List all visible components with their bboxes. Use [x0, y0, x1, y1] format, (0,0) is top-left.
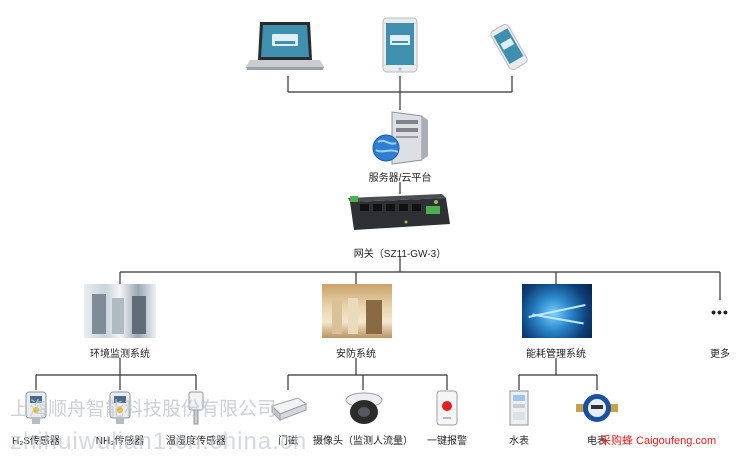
water-meter-cabinet-icon	[509, 390, 529, 426]
gateway-label: 网关（SZ11-GW-3）	[353, 249, 447, 260]
server-cloud-icon	[372, 111, 428, 165]
h2s-sensor-icon	[25, 391, 47, 424]
more-dots-icon[interactable]: •••	[711, 304, 729, 320]
security-system-image	[322, 284, 392, 338]
device-label-alarm-button: 一键报警	[427, 436, 467, 447]
system-label-energy: 能耗管理系统	[526, 349, 586, 360]
tablet-icon	[382, 17, 418, 73]
laptop-icon	[246, 22, 324, 70]
device-label-camera: 摄像头（监测人流量）	[313, 436, 413, 447]
electricity-meter-icon	[576, 394, 618, 422]
door-sensor-icon	[271, 397, 308, 422]
device-label-door-sensor: 门磁	[278, 436, 298, 447]
energy-system-image	[522, 284, 592, 338]
nh3-sensor-icon	[109, 391, 131, 424]
system-label-more[interactable]: 更多	[710, 349, 730, 360]
device-label-temp-humidity: 温湿度传感器	[166, 436, 226, 447]
system-label-security: 安防系统	[336, 349, 376, 360]
env-system-image	[84, 284, 156, 338]
temp-humidity-sensor-icon	[188, 391, 204, 425]
device-label-nh3: NH₃传感器	[95, 436, 145, 447]
server-label: 服务器/云平台	[368, 173, 432, 184]
device-label-water-meter: 水表	[509, 436, 529, 447]
device-label-h2s: H₂S传感器	[12, 436, 60, 447]
camera-icon	[345, 392, 383, 424]
system-label-env: 环境监测系统	[90, 349, 150, 360]
gateway-icon	[348, 194, 450, 230]
alarm-button-icon	[436, 390, 458, 426]
phone-icon	[490, 24, 528, 70]
device-label-electricity-meter: 电表	[587, 436, 607, 447]
